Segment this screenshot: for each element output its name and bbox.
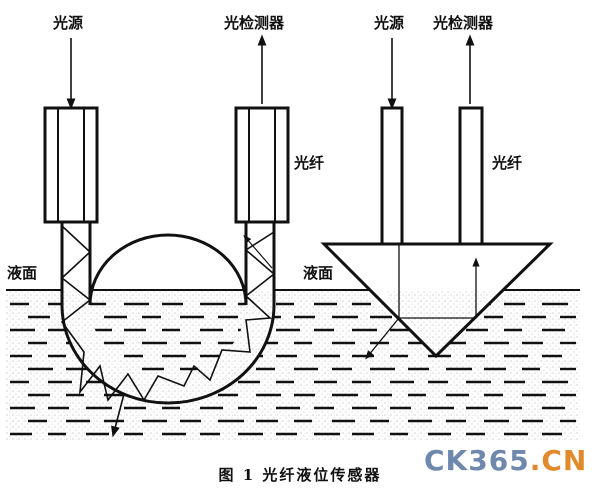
label-fiber-left: 光纤 [294,154,325,172]
prism-sensor [320,242,554,360]
label-liquid-surface-left: 液面 [7,264,38,282]
label-light-source-right: 光源 [374,14,405,32]
escape-ray-left [111,393,125,438]
label-detector-right: 光检测器 [433,14,494,32]
label-detector-left: 光检测器 [224,14,285,32]
detector-fiber-right [458,106,484,246]
label-fiber-right: 光纤 [492,154,523,172]
label-light-source-left: 光源 [53,14,84,32]
detector-connector-left [234,106,290,224]
source-connector-left [43,106,99,224]
u-fiber-sensor [60,222,276,438]
source-fiber-right [380,106,404,246]
watermark-part2: .CN [529,444,588,477]
watermark-part1: CK365 [424,444,530,477]
label-liquid-surface-right: 液面 [303,264,334,282]
figure-caption: 图 1 光纤液位传感器 [218,466,382,484]
escape-ray-right [365,317,400,360]
watermark-logo: CK365.CN [424,444,587,477]
